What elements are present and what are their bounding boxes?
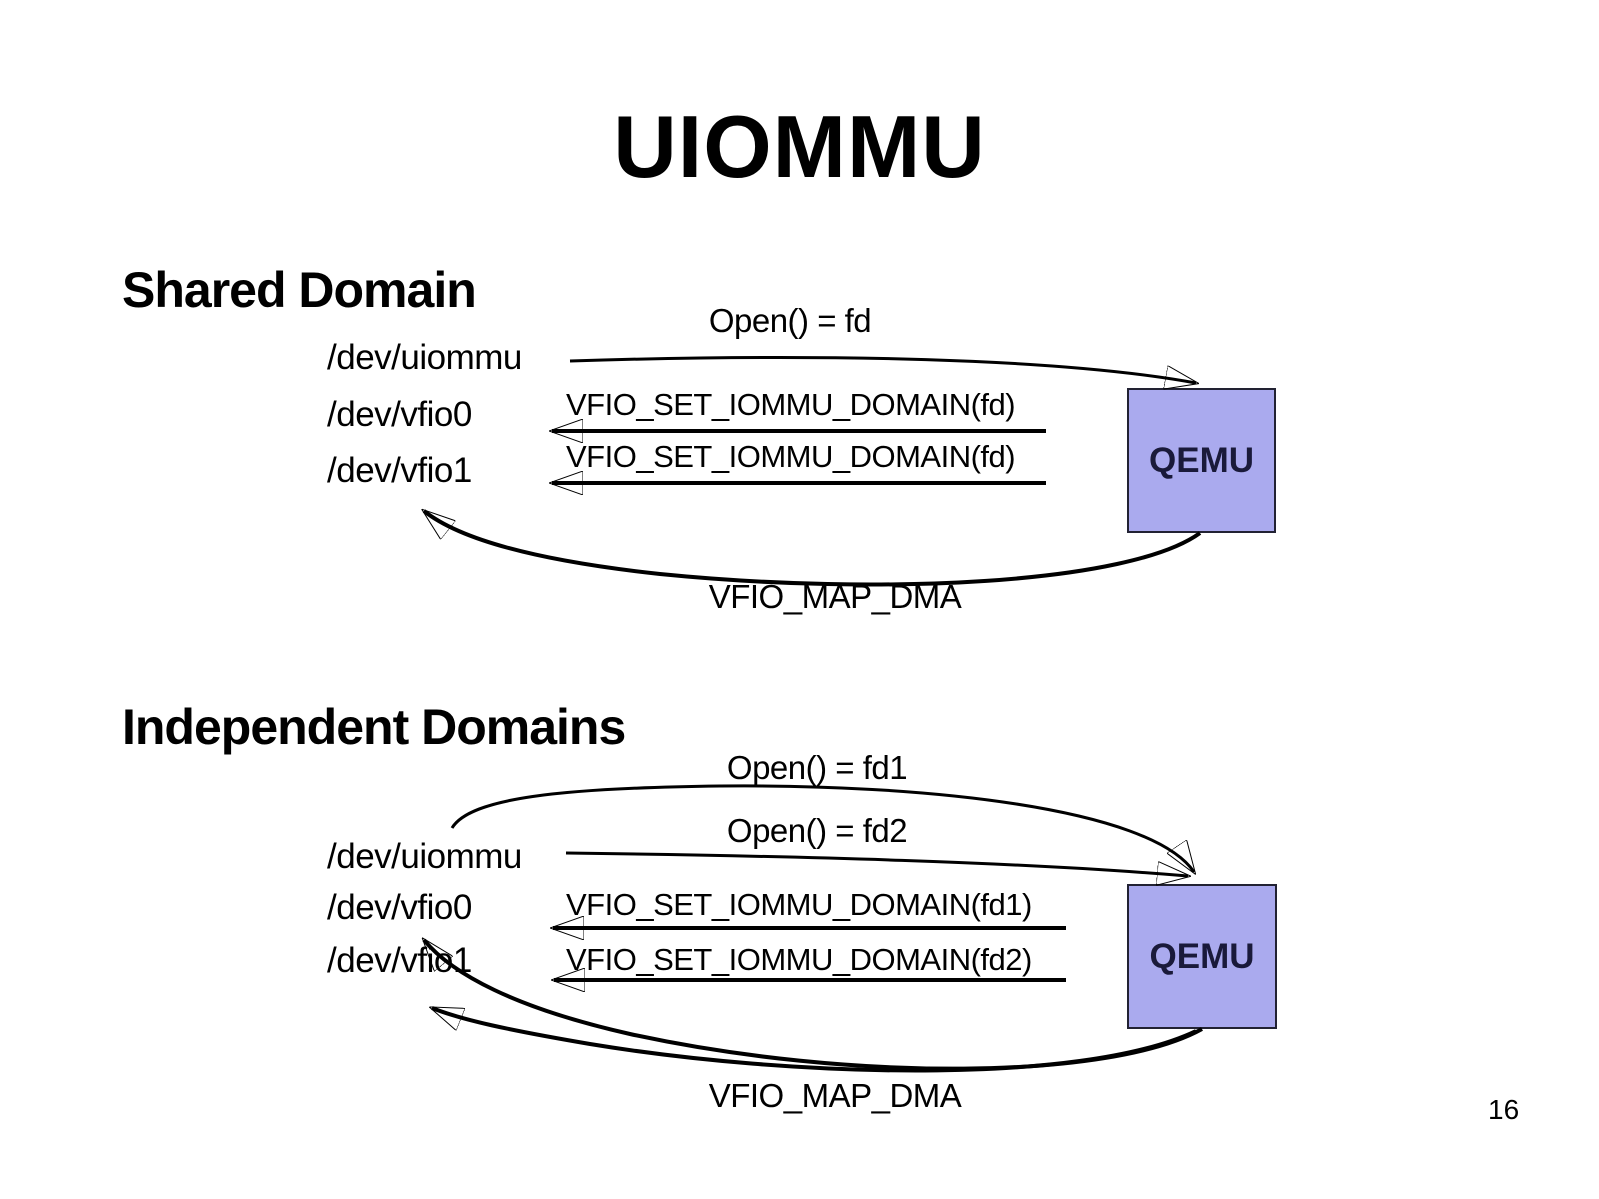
independent-device-vfio0: /dev/vfio0 bbox=[327, 888, 472, 927]
independent-set-iommu-domain-fd2-label: VFIO_SET_IOMMU_DOMAIN(fd2) bbox=[566, 942, 1032, 977]
shared-map-dma-arrow bbox=[424, 511, 1202, 587]
independent-qemu-label: QEMU bbox=[1149, 936, 1255, 976]
page-number: 16 bbox=[1488, 1094, 1520, 1125]
independent-open-fd1-label: Open() = fd1 bbox=[726, 749, 908, 786]
shared-device-uiommu: /dev/uiommu bbox=[327, 338, 522, 377]
shared-device-vfio0: /dev/vfio0 bbox=[327, 395, 472, 434]
independent-open-fd2-arrow bbox=[565, 851, 1188, 876]
shared-device-vfio1: /dev/vfio1 bbox=[327, 451, 472, 490]
shared-open-fd-arrow bbox=[569, 356, 1196, 383]
shared-qemu-label: QEMU bbox=[1149, 440, 1254, 480]
shared-set-iommu-domain-label-1: VFIO_SET_IOMMU_DOMAIN(fd) bbox=[566, 387, 1016, 422]
independent-map-dma-arrow-2 bbox=[432, 1006, 1197, 1073]
shared-open-fd-label: Open() = fd bbox=[708, 302, 872, 339]
shared-map-dma-label: VFIO_MAP_DMA bbox=[708, 578, 962, 615]
independent-device-uiommu: /dev/uiommu bbox=[327, 837, 522, 876]
slide-title: UIOMMU bbox=[613, 97, 986, 196]
shared-set-iommu-domain-label-2: VFIO_SET_IOMMU_DOMAIN(fd) bbox=[566, 439, 1016, 474]
shared-qemu-box: QEMU bbox=[1127, 388, 1276, 533]
independent-device-vfio1: /dev/vfio1 bbox=[327, 941, 472, 980]
shared-domain-heading: Shared Domain bbox=[122, 262, 477, 318]
independent-qemu-box: QEMU bbox=[1127, 884, 1277, 1029]
independent-set-iommu-domain-fd1-label: VFIO_SET_IOMMU_DOMAIN(fd1) bbox=[566, 887, 1032, 922]
independent-map-dma-label: VFIO_MAP_DMA bbox=[708, 1077, 962, 1114]
independent-open-fd2-label: Open() = fd2 bbox=[726, 812, 908, 849]
independent-domains-heading: Independent Domains bbox=[122, 699, 626, 755]
